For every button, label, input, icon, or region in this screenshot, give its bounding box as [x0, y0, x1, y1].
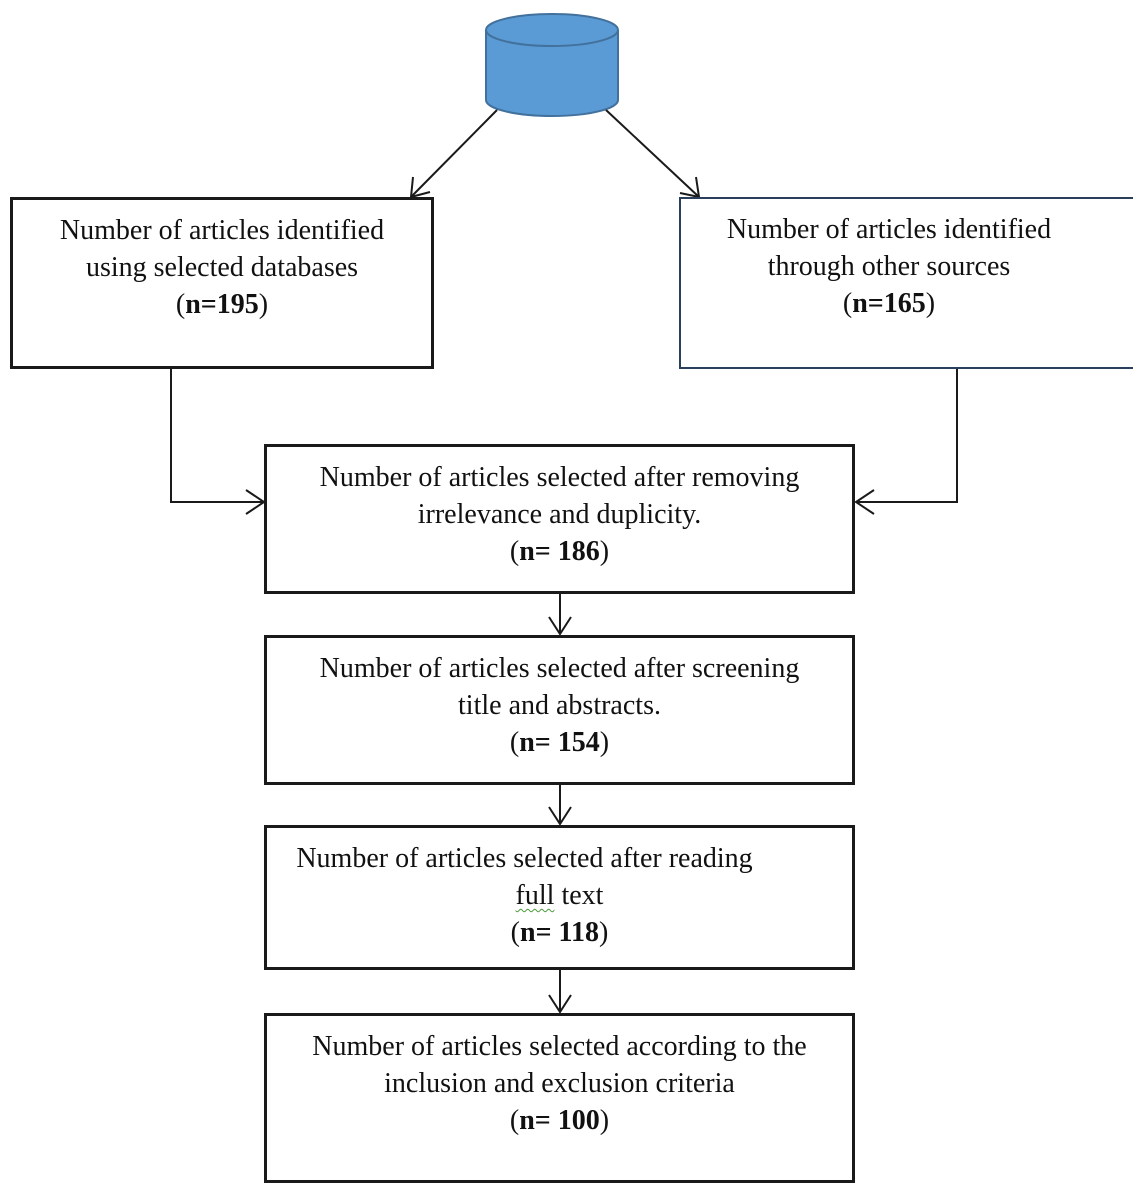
fulltext-box-line1: Number of articles selected after readin…: [296, 843, 753, 874]
screening-box-line1: Number of articles selected after screen…: [319, 653, 800, 684]
final-box-count: (n= 100): [509, 1105, 610, 1136]
other-sources-box-count-value: n=165: [852, 288, 926, 319]
arrow-other-sources-to-dedup: [854, 369, 958, 515]
other-sources-box-line1: Number of articles identified: [726, 214, 1052, 245]
databases-box-line2: using selected databases: [85, 252, 359, 283]
other-sources-box-line2: through other sources: [767, 251, 1011, 282]
final-box: Number of articles selected according to…: [264, 1013, 855, 1183]
databases-box: Number of articles identified using sele…: [10, 197, 434, 369]
arrow-screening-to-fulltext: [548, 785, 572, 826]
other-sources-box: Number of articles identified through ot…: [679, 197, 1133, 369]
dedup-box-count-value: n= 186: [519, 536, 600, 567]
dedup-box-line1: Number of articles selected after removi…: [319, 462, 800, 493]
fulltext-box-count-value: n= 118: [520, 917, 599, 948]
fulltext-box-line2: full text: [515, 880, 604, 911]
fulltext-box: Number of articles selected after readin…: [264, 825, 855, 970]
databases-box-line1: Number of articles identified: [59, 215, 385, 246]
fulltext-box-count: (n= 118): [510, 917, 609, 948]
arrow-database-to-databases-box: [409, 109, 498, 199]
screening-box-count: (n= 154): [509, 727, 610, 758]
screening-box-line2: title and abstracts.: [458, 690, 661, 721]
database-icon: [485, 13, 619, 117]
final-box-count-value: n= 100: [519, 1105, 600, 1136]
screening-box-count-value: n= 154: [519, 727, 600, 758]
arrow-dedup-to-screening: [548, 594, 572, 636]
final-box-line2: inclusion and exclusion criteria: [384, 1068, 735, 1099]
final-box-line1: Number of articles selected according to…: [312, 1031, 807, 1062]
arrow-databases-to-dedup: [170, 369, 266, 515]
dedup-box: Number of articles selected after removi…: [264, 444, 855, 594]
spellcheck-word: full: [515, 880, 555, 911]
databases-box-count-value: n=195: [185, 289, 259, 320]
screening-box: Number of articles selected after screen…: [264, 635, 855, 785]
other-sources-box-count: (n=165): [842, 288, 936, 319]
dedup-box-line2: irrelevance and duplicity.: [417, 499, 702, 530]
arrow-fulltext-to-final: [548, 970, 572, 1014]
arrow-database-to-other-sources-box: [605, 109, 701, 199]
dedup-box-count: (n= 186): [509, 536, 610, 567]
databases-box-count: (n=195): [175, 289, 269, 320]
